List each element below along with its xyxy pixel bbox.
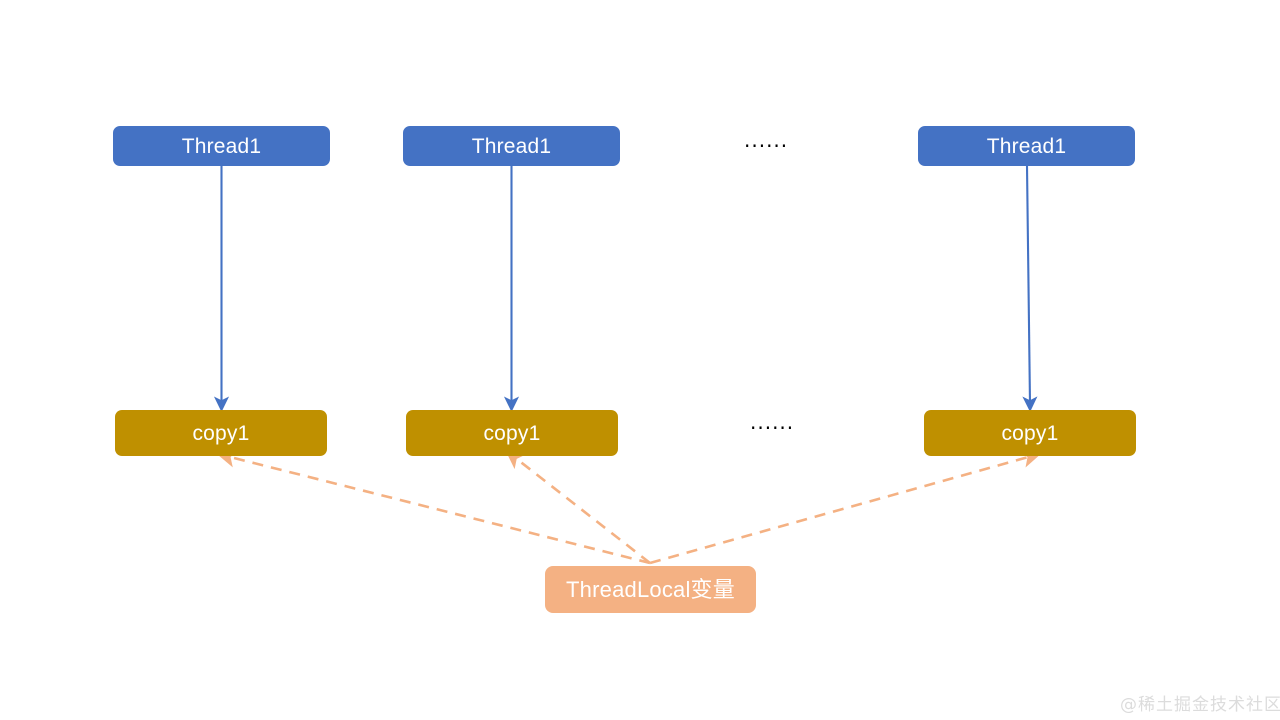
copy-box-1[interactable]: copy1 [115,410,327,456]
ellipsis-copies: ······ [750,416,795,440]
threadlocal-box-label: ThreadLocal变量 [566,576,735,602]
thread-box-2-label: Thread1 [471,134,552,158]
watermark: @稀土掘金技术社区 [1120,695,1280,715]
copy-box-3-label: copy1 [1001,421,1059,445]
thread-box-2[interactable]: Thread1 [403,126,620,166]
threadlocal-to-copy-arrows [216,449,1042,565]
dashed-arrow-to-copy1 [216,449,651,565]
thread-to-copy-arrows [213,165,1038,412]
thread-box-3-label: Thread1 [986,134,1067,158]
arrow-thread3-to-copy3 [1022,165,1038,412]
copy-box-2[interactable]: copy1 [406,410,618,456]
threadlocal-box[interactable]: ThreadLocal变量 [545,566,756,613]
ellipsis-threads: ······ [744,134,789,158]
copy-box-3[interactable]: copy1 [924,410,1136,456]
copy-box-1-label: copy1 [192,421,250,445]
thread-box-3[interactable]: Thread1 [918,126,1135,166]
dashed-arrow-to-copy2 [505,449,651,565]
thread-box-1[interactable]: Thread1 [113,126,330,166]
dashed-arrow-to-copy3 [649,449,1042,565]
copy-box-2-label: copy1 [483,421,541,445]
thread-box-1-label: Thread1 [181,134,262,158]
